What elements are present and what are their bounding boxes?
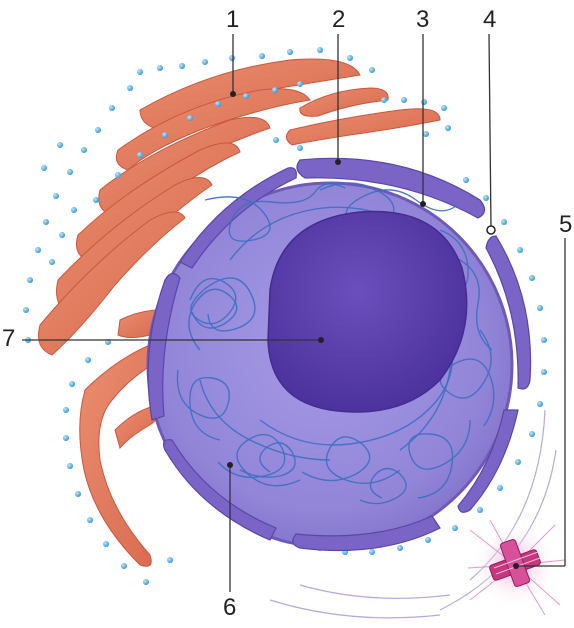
nucleus [148,158,531,550]
label-6: 6 [223,596,236,620]
label-7: 7 [2,327,15,351]
label-1: 1 [226,8,239,32]
label-2: 2 [332,8,345,32]
label-3: 3 [416,8,429,32]
pointer-line-4 [489,34,491,228]
label-5: 5 [559,213,572,237]
nucleolus [268,211,467,412]
label-4: 4 [483,8,496,32]
